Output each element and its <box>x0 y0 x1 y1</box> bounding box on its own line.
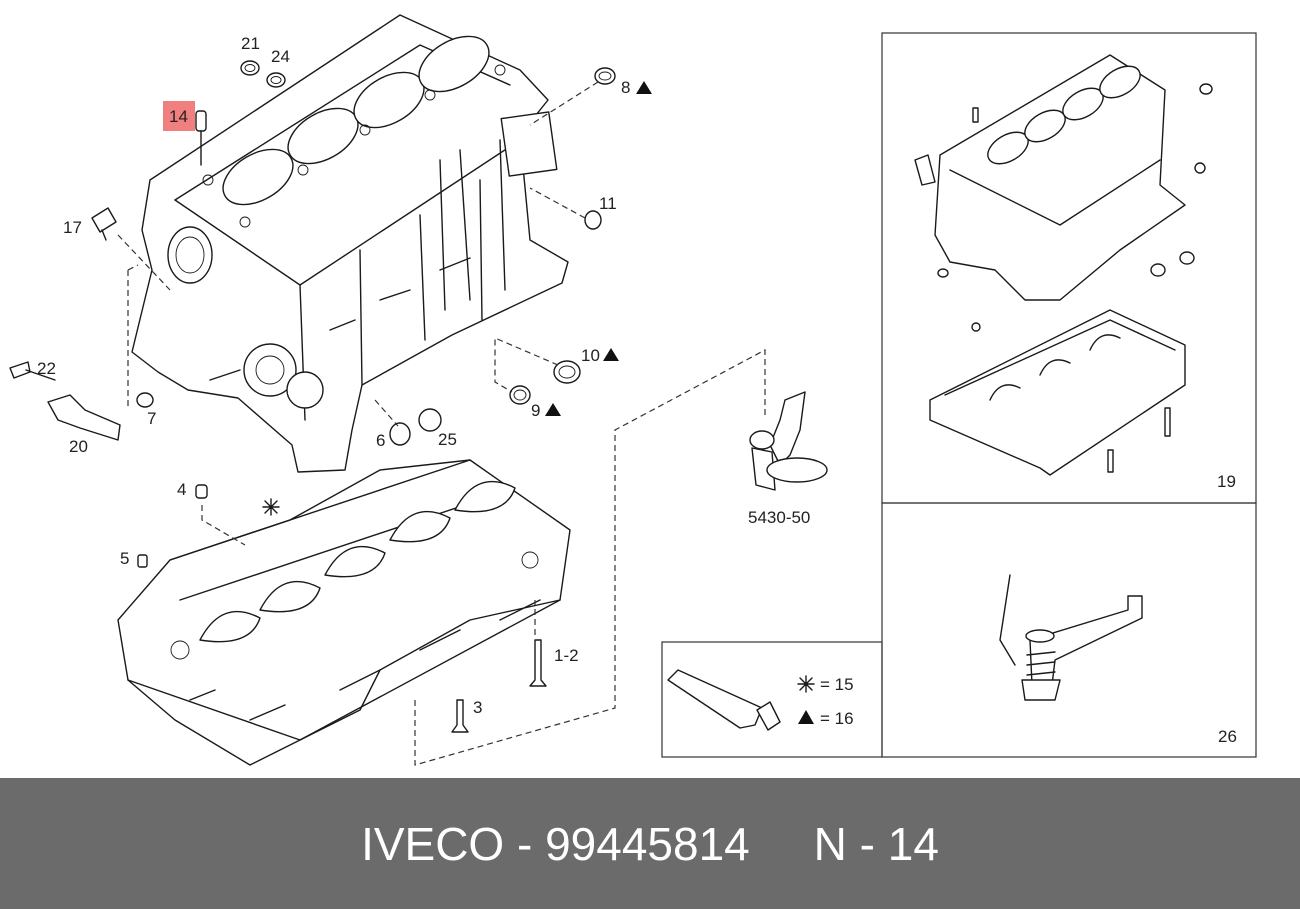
callout-10[interactable]: 10 <box>581 346 600 365</box>
callout-9[interactable]: 9 <box>531 401 540 420</box>
legend-box <box>661 641 883 758</box>
small-parts <box>9 60 616 733</box>
triangle-icon <box>798 710 814 724</box>
callout-11[interactable]: 11 <box>599 194 617 213</box>
inset-panel-26 <box>881 502 1257 758</box>
sealant-tube <box>667 669 781 731</box>
callout-3[interactable]: 3 <box>473 698 482 717</box>
part-number-banner: IVECO - 99445814 N - 14 <box>0 778 1300 909</box>
callout-7[interactable]: 7 <box>147 409 156 428</box>
triangle-marker-8-icon <box>636 81 652 94</box>
callout-21[interactable]: 21 <box>241 34 260 53</box>
callout-25[interactable]: 25 <box>438 430 457 449</box>
callout-8[interactable]: 8 <box>621 78 630 97</box>
callout-24[interactable]: 24 <box>271 47 290 66</box>
inset-bracket <box>999 574 1143 701</box>
asterisk-marker-icon <box>262 498 280 516</box>
callout-19[interactable]: 19 <box>1217 472 1236 491</box>
legend-triangle-label: = 16 <box>820 709 854 728</box>
callout-14[interactable]: 14 <box>169 107 188 126</box>
leader-lines <box>117 81 766 766</box>
inset-engine-assembly <box>914 54 1213 476</box>
callout-5430-50[interactable]: 5430-50 <box>748 508 810 527</box>
triangle-marker-9-icon <box>545 403 561 416</box>
part-number-text: IVECO - 99445814 N - 14 <box>361 817 939 870</box>
star-icon <box>797 675 815 693</box>
oil-pickup-pipe <box>749 391 828 491</box>
highlighted-part-marker <box>163 101 195 131</box>
exploded-parts-diagram: 21 24 14 8 11 17 22 20 7 10 9 6 25 4 5 1… <box>9 14 1257 766</box>
callout-6[interactable]: 6 <box>376 431 385 450</box>
callout-26[interactable]: 26 <box>1218 727 1237 746</box>
callout-4[interactable]: 4 <box>177 480 186 499</box>
bedplate <box>117 459 571 766</box>
triangle-marker-10-icon <box>603 348 619 361</box>
callout-20[interactable]: 20 <box>69 437 88 456</box>
engine-block <box>131 14 569 473</box>
callout-5[interactable]: 5 <box>120 549 129 568</box>
callout-1-2[interactable]: 1-2 <box>554 646 579 665</box>
legend-star-label: = 15 <box>820 675 854 694</box>
callout-22[interactable]: 22 <box>37 359 56 378</box>
callout-17[interactable]: 17 <box>63 218 82 237</box>
